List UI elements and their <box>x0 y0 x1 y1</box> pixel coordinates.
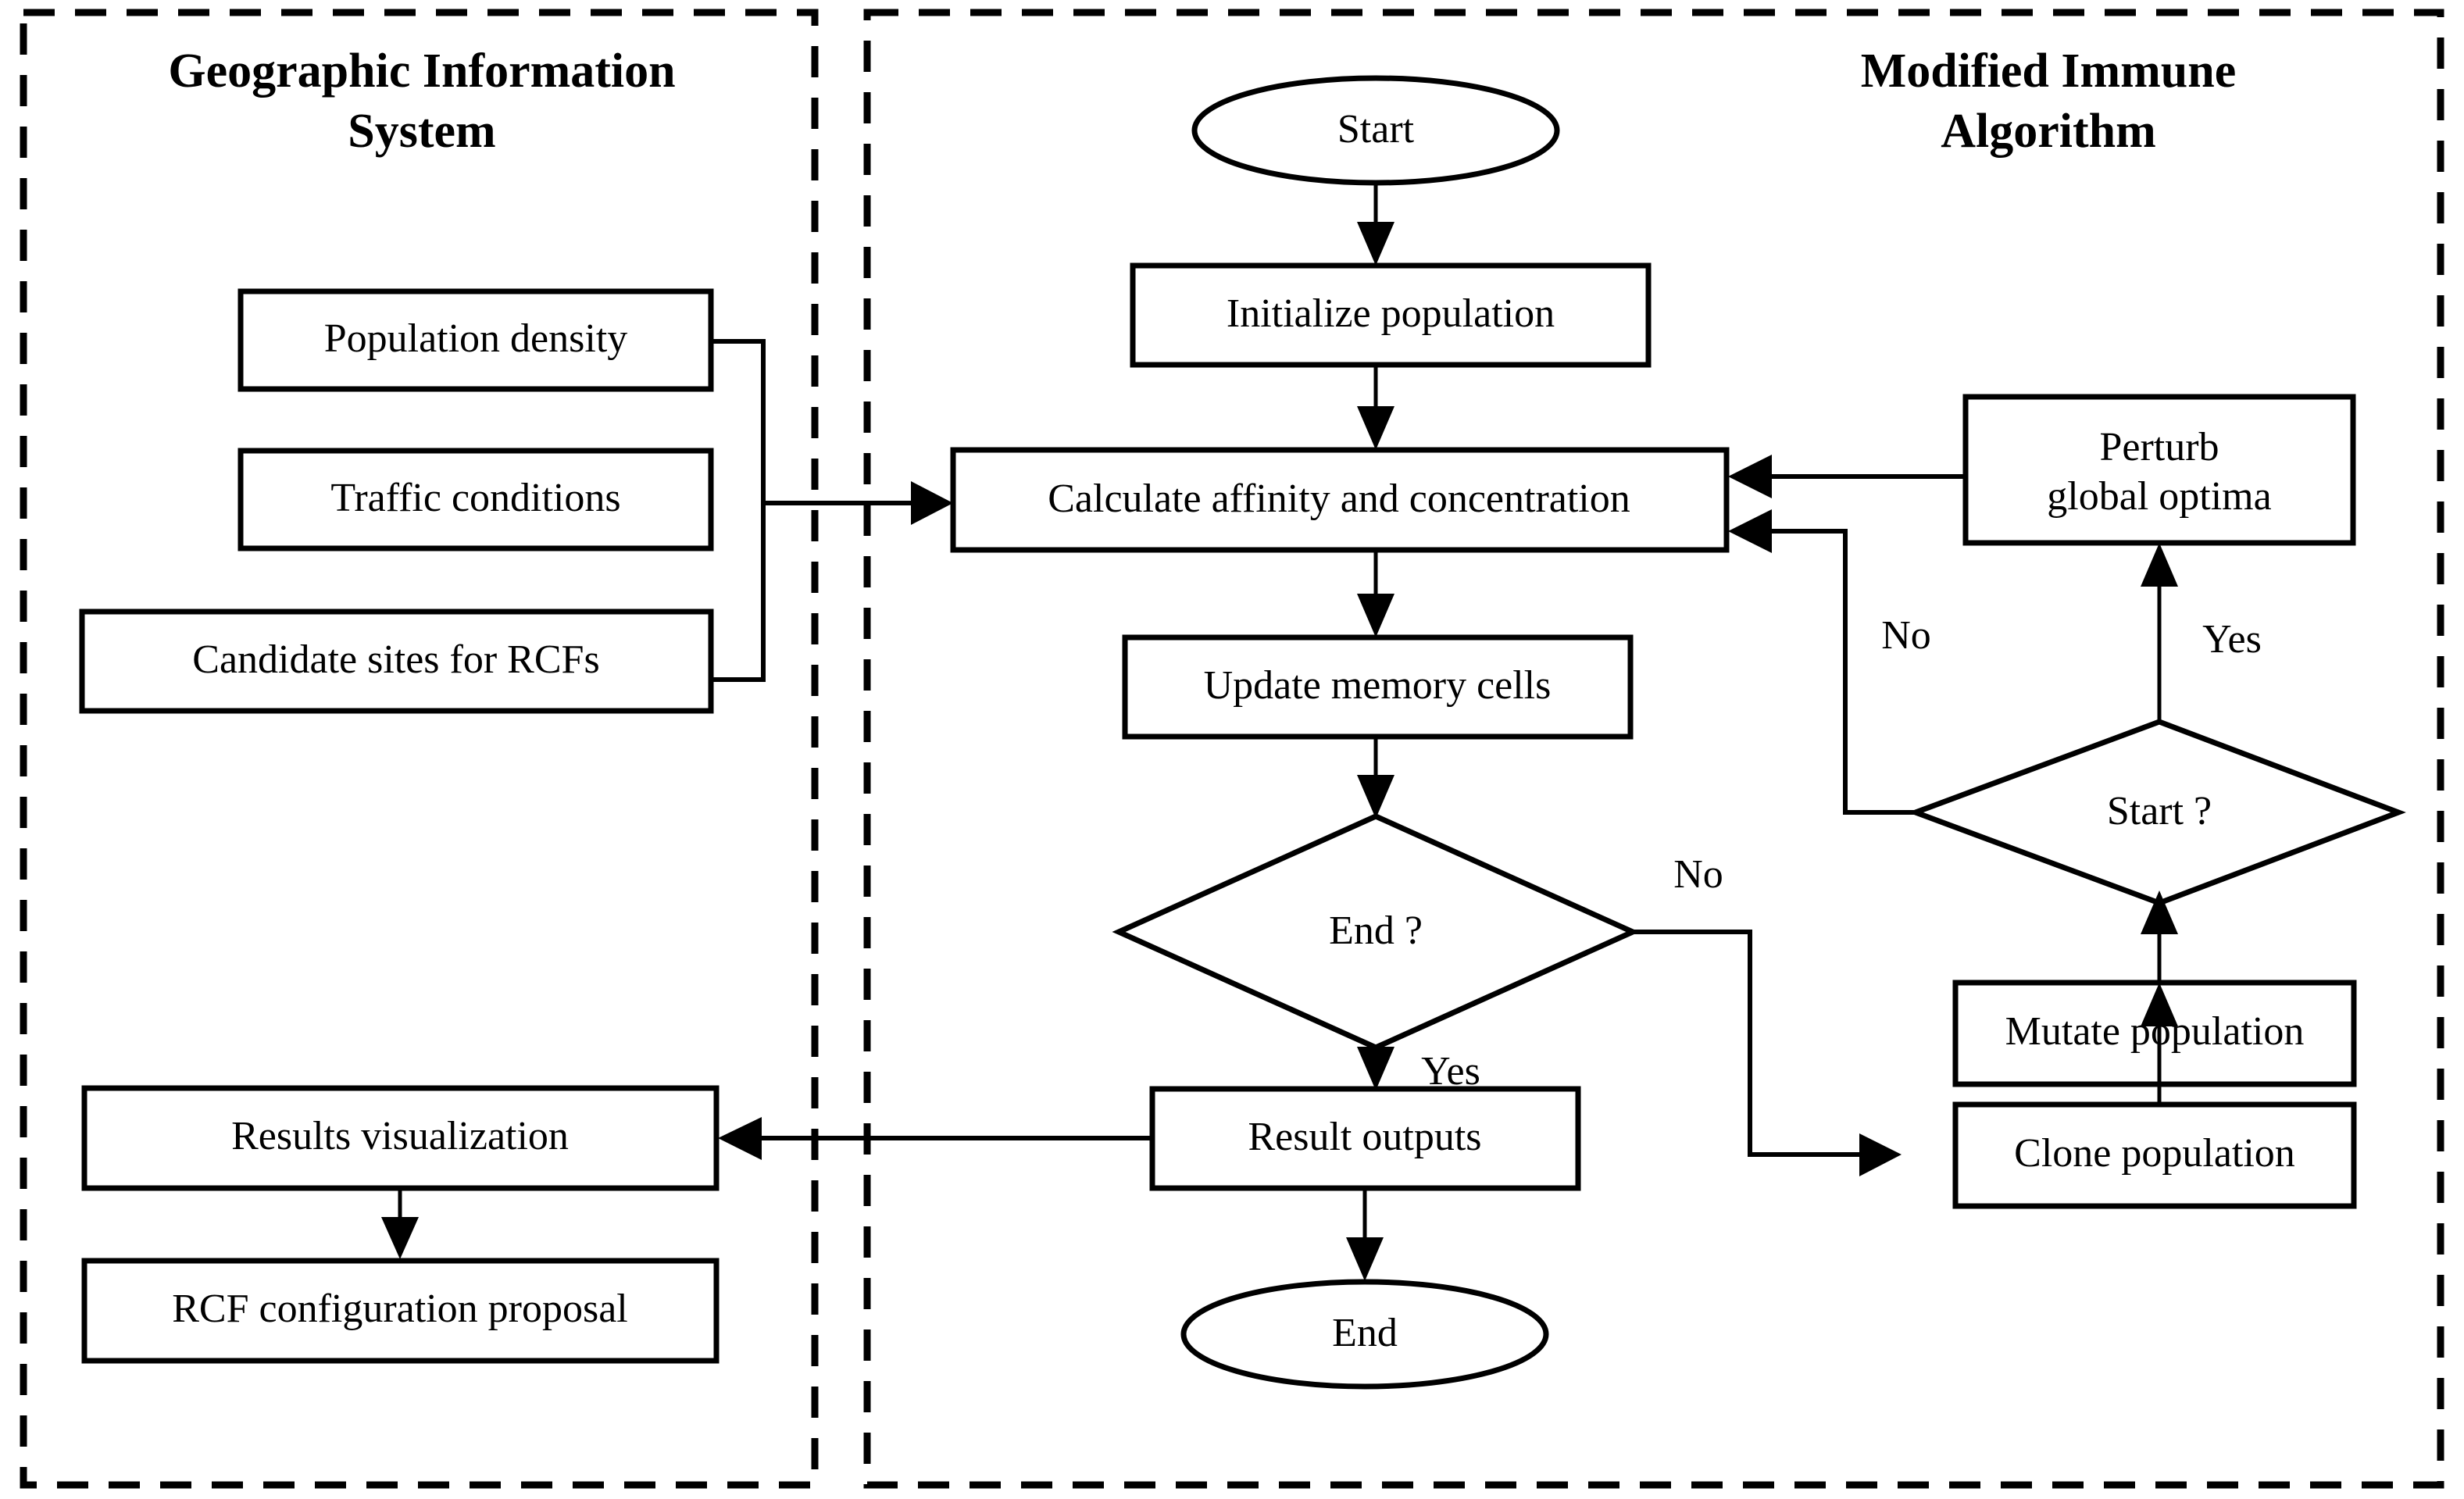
node-clone-population[interactable]: Clone population <box>1952 1101 2357 1209</box>
gis-panel-title-line1: Geographic Information <box>168 45 675 98</box>
result-outputs-to-end-arrowhead <box>1346 1237 1384 1281</box>
end-no-to-clone-arrowhead <box>1859 1133 1902 1176</box>
node-start-decision[interactable]: Start ? <box>1907 719 2406 906</box>
node-candidate-sites[interactable]: Candidate sites for RCFs <box>79 609 714 714</box>
mia-panel-border <box>863 9 2444 1489</box>
node-perturb-line2: global optima <box>2047 474 2271 519</box>
edge-label-end-yes: Yes <box>1421 1049 1480 1094</box>
initialize-to-calculate-arrowhead <box>1357 406 1394 450</box>
node-update-memory-cells[interactable]: Update memory cells <box>1122 634 1634 740</box>
update-to-end-decision-arrowhead <box>1357 775 1394 819</box>
gis-panel-title-line2: System <box>348 105 495 158</box>
node-start-decision-label: Start ? <box>2107 789 2212 833</box>
start-no-to-calculate-line <box>1772 529 1916 815</box>
start-to-initialize-arrowhead <box>1357 222 1394 266</box>
node-initialize-population[interactable]: Initialize population <box>1130 262 1652 368</box>
edge-label-end-no: No <box>1673 852 1723 897</box>
node-end-decision-label: End ? <box>1329 908 1423 953</box>
node-calculate-affinity[interactable]: Calculate affinity and concentration <box>950 447 1730 553</box>
node-initialize-population-label: Initialize population <box>1227 291 1555 336</box>
start-yes-to-perturb-arrowhead <box>2141 543 2178 587</box>
mia-panel-title-line2: Algorithm <box>1941 105 2156 158</box>
node-end-decision[interactable]: End ? <box>1112 813 1640 1051</box>
node-perturb-global-optima[interactable]: Perturb global optima <box>1962 394 2356 546</box>
node-perturb-line1: Perturb <box>2099 425 2219 469</box>
results-to-proposal-arrowhead <box>381 1217 419 1259</box>
node-start-label: Start <box>1337 107 1415 152</box>
node-rcf-proposal-label: RCF configuration proposal <box>172 1287 628 1331</box>
end-yes-to-result-arrowhead <box>1357 1047 1394 1090</box>
edge-label-start-yes: Yes <box>2202 617 2262 662</box>
node-start[interactable]: Start <box>1191 75 1560 186</box>
calculate-to-update-arrowhead <box>1357 594 1394 637</box>
clone-to-mutate-arrowhead <box>2141 983 2178 1026</box>
mia-panel-title-line1: Modified Immune <box>1861 45 2237 98</box>
edge-label-start-no: No <box>1881 613 1931 658</box>
node-results-visualization[interactable]: Results visualization <box>81 1085 720 1191</box>
node-result-outputs[interactable]: Result outputs <box>1149 1086 1581 1191</box>
node-calculate-affinity-label: Calculate affinity and concentration <box>1048 476 1630 521</box>
perturb-to-calculate-arrowhead <box>1728 455 1772 498</box>
gis-merge-bus <box>711 339 766 682</box>
end-no-to-clone-line <box>1633 930 1884 1157</box>
node-population-density[interactable]: Population density <box>237 288 714 392</box>
start-no-to-calculate-arrowhead <box>1728 509 1772 553</box>
node-traffic-conditions-label: Traffic conditions <box>330 476 620 520</box>
node-population-density-label: Population density <box>324 316 628 361</box>
node-result-outputs-label: Result outputs <box>1248 1115 1481 1159</box>
node-clone-population-label: Clone population <box>2014 1131 2295 1176</box>
node-end[interactable]: End <box>1180 1279 1549 1390</box>
mutate-to-start-decision-arrowhead <box>2141 890 2178 934</box>
result-outputs-to-results-arrowhead <box>718 1117 762 1160</box>
node-end-label: End <box>1332 1311 1398 1355</box>
gis-panel-border <box>20 9 819 1489</box>
node-results-visualization-label: Results visualization <box>231 1114 569 1158</box>
node-rcf-proposal[interactable]: RCF configuration proposal <box>81 1258 720 1364</box>
node-candidate-sites-label: Candidate sites for RCFs <box>192 637 599 682</box>
node-update-memory-cells-label: Update memory cells <box>1204 663 1552 708</box>
node-traffic-conditions[interactable]: Traffic conditions <box>237 448 714 551</box>
gis-to-calculate-arrowhead <box>911 481 953 525</box>
